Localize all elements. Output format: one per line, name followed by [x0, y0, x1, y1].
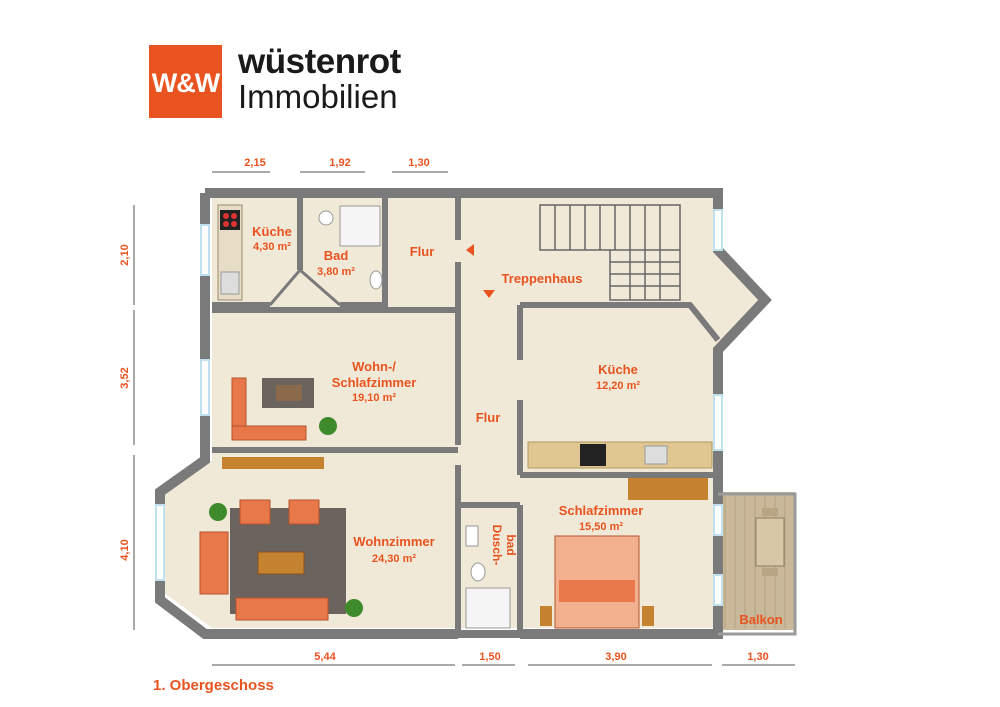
dim-left-3: 4,10	[119, 539, 131, 560]
interior-walls	[212, 198, 721, 634]
room-wohnzimmer-area: 24,30 m²	[372, 553, 416, 565]
room-kueche-small-name: Küche	[252, 224, 292, 239]
room-flur-top-name: Flur	[410, 244, 435, 259]
dim-bottom-2: 1,50	[479, 651, 500, 663]
shower-bath-fixtures	[465, 525, 511, 629]
windows	[155, 209, 723, 606]
room-bad-area: 3,80 m²	[317, 266, 355, 278]
brand-name: wüstenrot	[238, 42, 401, 81]
living-room-furniture	[199, 457, 363, 621]
room-kueche-large-area: 12,20 m²	[596, 380, 640, 392]
large-kitchen-counter	[527, 441, 713, 469]
floor-level-label: 1. Obergeschoss	[153, 677, 274, 694]
room-treppenhaus-name: Treppenhaus	[502, 271, 583, 286]
room-wohn-schlaf-area: 19,10 m²	[352, 392, 396, 404]
living-bedroom-furniture	[231, 377, 337, 441]
bath-fixtures	[318, 205, 383, 290]
room-kueche-small-area: 4,30 m²	[253, 241, 291, 253]
brand-subtitle: Immobilien	[238, 78, 398, 115]
logo-mark-text: W&W	[151, 68, 220, 98]
small-kitchen-fixtures	[217, 204, 243, 301]
balcony-table	[755, 508, 785, 576]
dim-bottom-1: 5,44	[314, 651, 336, 663]
room-duschbad-line2: bad	[504, 534, 518, 555]
dim-bottom-3: 3,90	[605, 651, 626, 663]
dim-top-3: 1,30	[408, 157, 429, 169]
dimension-labels: 2,15 1,92 1,30 2,10 3,52 4,10 5,44 1,50 …	[119, 157, 769, 663]
door-arrows	[466, 244, 495, 298]
dim-top-1: 2,15	[244, 157, 265, 169]
room-balkon-name: Balkon	[739, 612, 782, 627]
dim-left-2: 3,52	[119, 367, 131, 388]
room-schlafzimmer-name: Schlafzimmer	[559, 503, 644, 518]
bedroom-furniture	[540, 478, 708, 629]
room-wohn-schlaf-line2: Schlafzimmer	[332, 375, 417, 390]
staircase	[539, 204, 681, 301]
diagonal-walls	[268, 267, 341, 307]
room-wohnzimmer-name: Wohnzimmer	[353, 534, 434, 549]
dim-left-1: 2,10	[119, 244, 131, 265]
logo-mark: W&W	[149, 45, 222, 118]
room-wohn-schlaf-line1: Wohn-/	[352, 359, 396, 374]
room-bad-name: Bad	[324, 248, 349, 263]
room-labels: Küche 4,30 m² Bad 3,80 m² Flur Treppenha…	[252, 224, 783, 627]
room-kueche-large-name: Küche	[598, 362, 638, 377]
room-flur-mid-name: Flur	[476, 410, 501, 425]
dimension-lines	[133, 171, 795, 666]
dim-bottom-4: 1,30	[747, 651, 768, 663]
dim-top-2: 1,92	[329, 157, 350, 169]
room-schlafzimmer-area: 15,50 m²	[579, 521, 623, 533]
room-duschbad-line1: Dusch-	[490, 525, 504, 566]
balcony-railing	[718, 492, 797, 636]
